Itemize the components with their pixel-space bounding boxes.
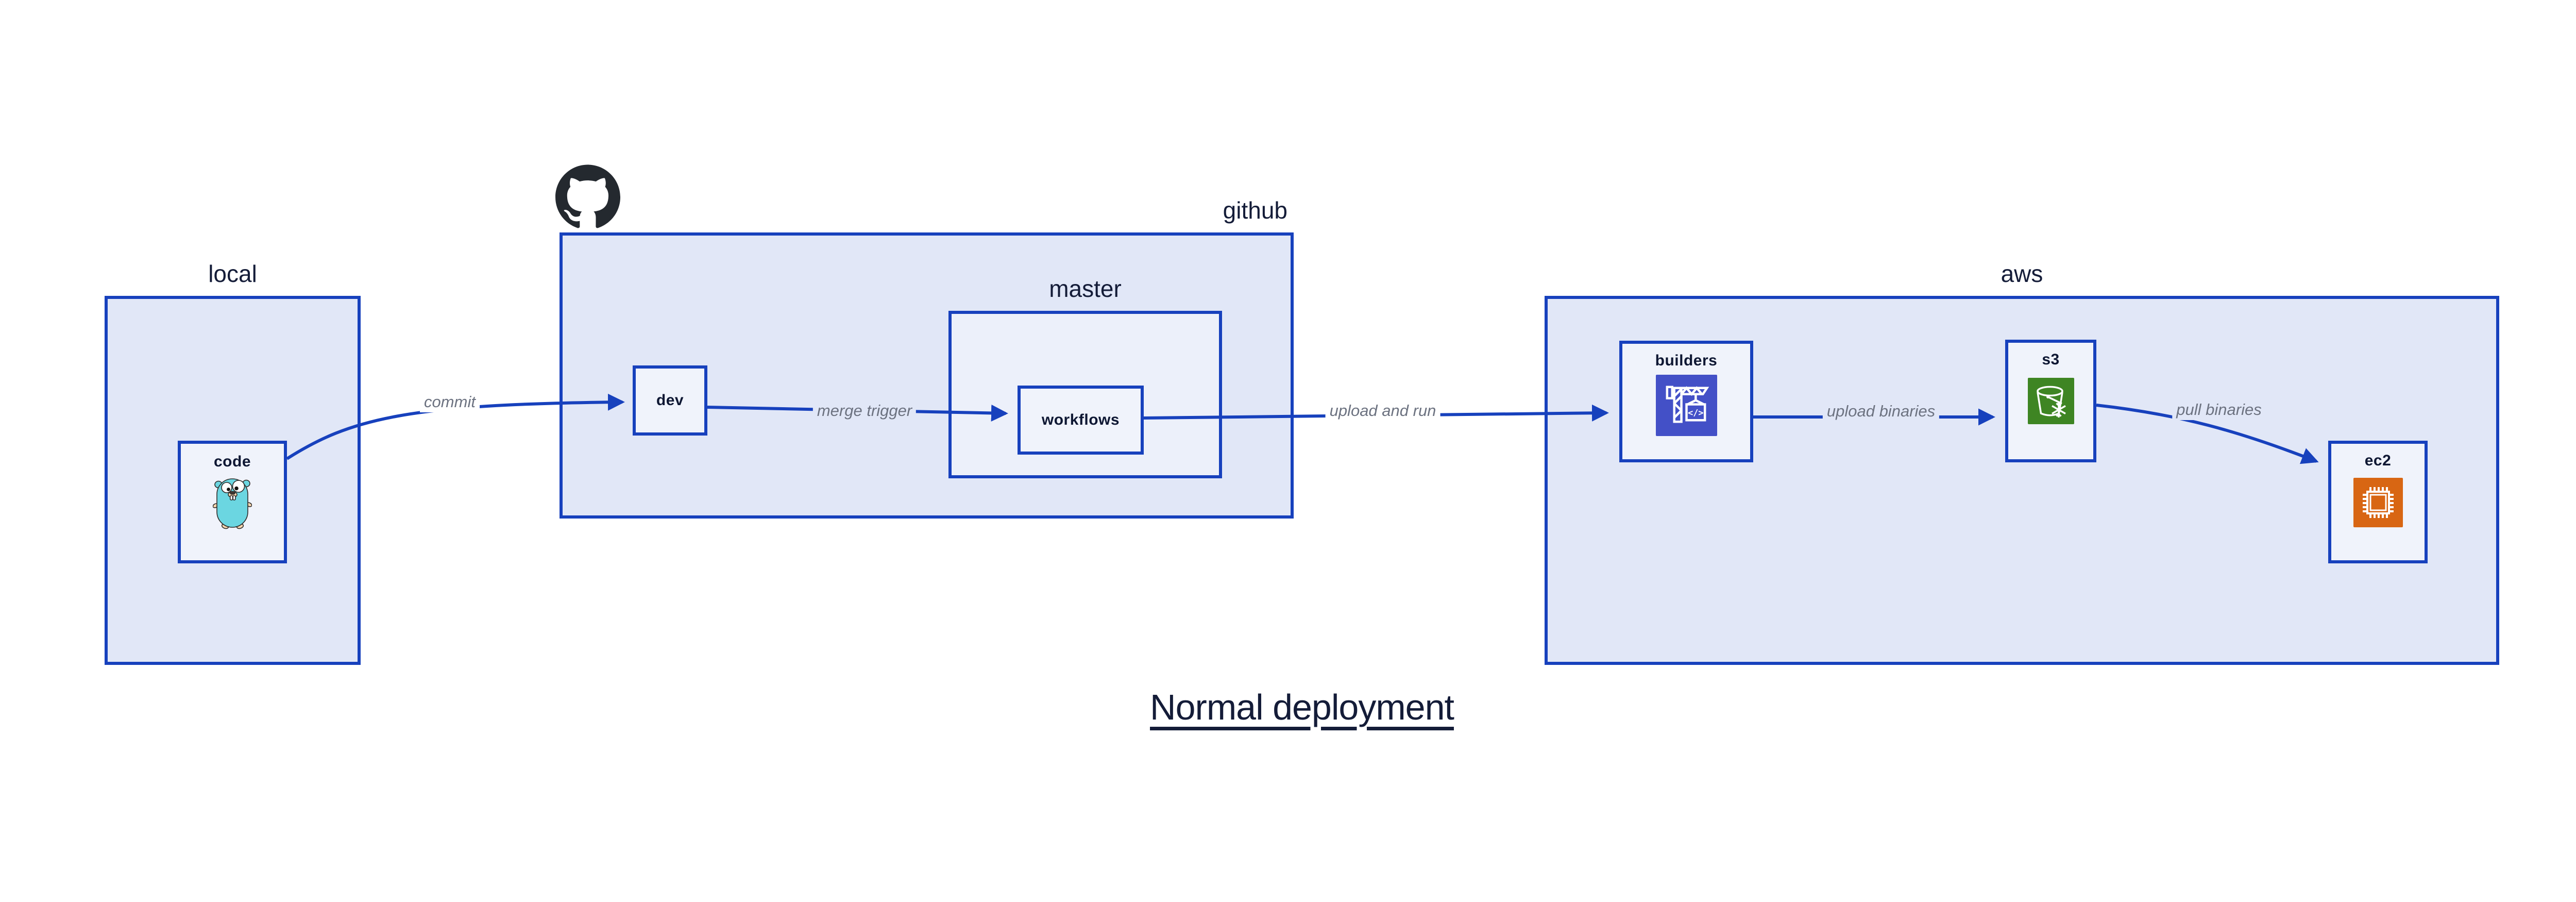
node-workflows: workflows (1018, 386, 1144, 455)
aws-codebuild-icon: </> (1655, 375, 1717, 436)
node-code: code (178, 441, 287, 563)
edge-commit-label: commit (420, 392, 480, 412)
edge-merge-trigger-label: merge trigger (812, 400, 917, 421)
container-local-label: local (208, 260, 257, 287)
edge-upload-and-run-label: upload and run (1325, 400, 1440, 421)
node-code-label: code (213, 453, 251, 470)
node-s3: s3 (2005, 340, 2096, 462)
github-octocat-icon (555, 164, 620, 229)
node-dev: dev (633, 365, 707, 436)
diagram-title: Normal deployment (1150, 687, 1454, 727)
svg-text:</>: </> (1688, 407, 1703, 417)
edge-pull-binaries-label: pull binaries (2172, 399, 2266, 420)
node-s3-label: s3 (2042, 351, 2060, 368)
container-master-label: master (1049, 275, 1122, 302)
aws-ec2-chip-icon (2353, 478, 2403, 527)
edge-upload-binaries-label: upload binaries (1822, 401, 1940, 422)
go-gopher-icon (212, 475, 252, 529)
container-aws-label: aws (2001, 260, 2043, 287)
container-github-label: github (1223, 197, 1287, 224)
node-ec2-label: ec2 (2364, 452, 2392, 469)
aws-s3-bucket-icon (2027, 378, 2074, 424)
node-dev-label: dev (656, 392, 684, 409)
node-builders: builders </> (1619, 341, 1753, 462)
node-workflows-label: workflows (1041, 411, 1120, 428)
node-ec2: ec2 (2328, 441, 2428, 563)
node-builders-label: builders (1655, 352, 1718, 369)
